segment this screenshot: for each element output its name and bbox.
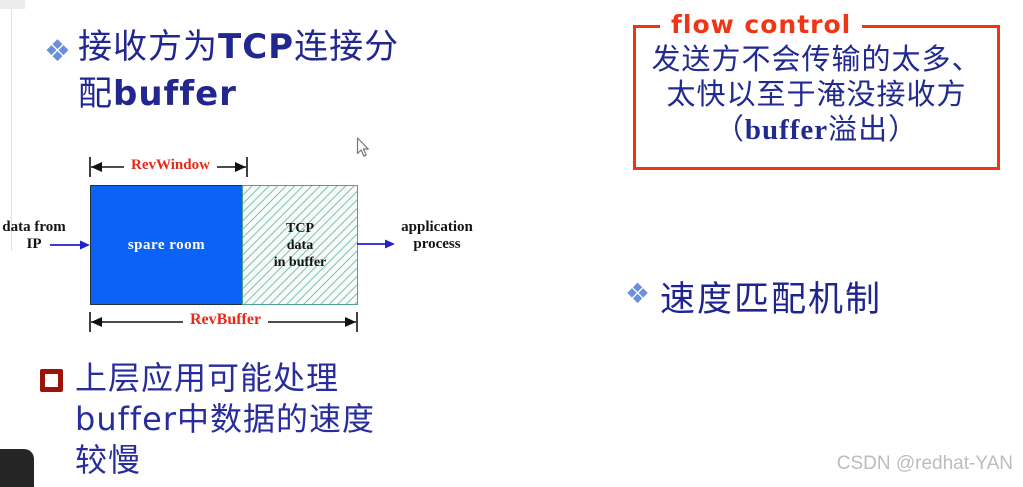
slide-edge-line — [11, 9, 12, 251]
slide-edge-smudge — [0, 0, 25, 9]
note: 上层应用可能处理 buffer中数据的速度 较慢 — [75, 358, 435, 481]
application-line: application — [401, 219, 473, 235]
heading-latin-buffer: buffer — [113, 74, 237, 114]
heading-cjk-a: 接收方为 — [78, 29, 218, 66]
flow-text-line2: 太快以至于淹没接收方 — [666, 79, 967, 111]
application-process-label: application process — [393, 219, 481, 253]
rcvbuffer-label: RevBuffer — [183, 311, 269, 329]
tcp-data-line2: data — [286, 237, 314, 253]
note-line1: 上层应用可能处理 — [75, 360, 340, 396]
heading-line2: 配buffer — [78, 71, 418, 118]
speed-matching-text: 速度匹配机制 — [660, 280, 883, 319]
data-from-ip-label: data from IP — [0, 219, 68, 253]
tcp-data-line3: in buffer — [273, 254, 327, 270]
flow-text-line3: （buffer溢出） — [636, 113, 997, 148]
heading: 接收方为TCP连接分 配buffer — [78, 24, 418, 118]
note-line3: 较慢 — [75, 442, 142, 478]
heading-line1: 接收方为TCP连接分 — [78, 24, 418, 71]
square-bullet-icon — [40, 369, 63, 392]
tcp-data-box: TCP data in buffer — [242, 185, 358, 305]
note-line2: buffer中数据的速度 — [75, 399, 435, 440]
flow-latin-buffer: buffer — [744, 114, 829, 146]
heading-cjk-c: 配 — [78, 76, 113, 113]
mouse-cursor-icon — [356, 137, 369, 157]
spare-room-box: spare room — [90, 185, 243, 305]
tcp-data-line1: TCP — [286, 220, 314, 236]
process-line: process — [413, 236, 461, 252]
outbound-arrow — [357, 239, 395, 249]
note-latin-buffer: buffer — [75, 400, 177, 438]
inbound-arrow — [50, 240, 90, 250]
data-from-line: data from — [2, 219, 66, 235]
flow-line3-open: （ — [714, 114, 745, 146]
player-overlay-chip — [0, 449, 34, 487]
heading-latin-tcp: TCP — [218, 27, 295, 67]
flow-text-line1: 发送方不会传输的太多、 — [651, 44, 982, 76]
flow-control-title: flow control — [660, 10, 863, 39]
diamond-bullet2-icon: ❖ — [625, 277, 651, 310]
flow-line3-close: 溢出） — [828, 114, 919, 146]
rcvwindow-label: RevWindow — [124, 157, 217, 174]
tcp-data-label: TCP data in buffer — [274, 220, 327, 271]
ip-line: IP — [26, 236, 42, 252]
flow-control-box: flow control 发送方不会传输的太多、 太快以至于淹没接收方 （buf… — [633, 10, 1000, 170]
flow-control-text: 发送方不会传输的太多、 太快以至于淹没接收方 （buffer溢出） — [636, 43, 997, 148]
spare-room-label: spare room — [127, 236, 206, 253]
heading-cjk-b: 连接分 — [294, 29, 400, 66]
watermark: CSDN @redhat-YAN — [836, 453, 1013, 474]
diamond-bullet-icon: ❖ — [44, 34, 71, 69]
note-cjk: 中数据的速度 — [176, 401, 375, 437]
